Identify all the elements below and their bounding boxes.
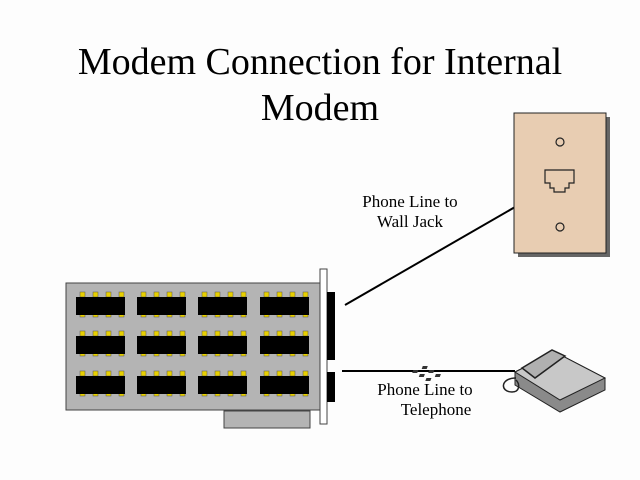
chip-pin: [276, 370, 283, 377]
screw-top: [555, 137, 565, 147]
chip-array: [76, 291, 309, 397]
chip: [260, 330, 309, 357]
chip-pin: [166, 370, 173, 377]
chip-pin: [227, 370, 234, 377]
chip: [137, 291, 186, 318]
chip-pin: [105, 291, 112, 298]
chip-pin: [289, 330, 296, 337]
chip-pin: [166, 330, 173, 337]
modem-card: [65, 268, 335, 429]
chip-pin: [276, 291, 283, 298]
chip-pin: [153, 370, 160, 377]
chip-body: [260, 376, 309, 394]
chip-pin: [240, 330, 247, 337]
chip-pin: [289, 291, 296, 298]
wall-plate: [513, 112, 607, 254]
chip-pin: [166, 291, 173, 298]
chip-body: [260, 336, 309, 354]
slide-title-line2: Modem: [260, 87, 380, 129]
chip: [137, 370, 186, 397]
chip-pin: [140, 291, 147, 298]
chip-pin: [302, 370, 309, 377]
chip: [76, 291, 125, 318]
chip-pin: [79, 370, 86, 377]
chip: [76, 370, 125, 397]
chip-body: [198, 376, 247, 394]
chip-pin: [289, 370, 296, 377]
telephone-label: Phone Line to Telephone: [345, 380, 505, 420]
wall-jack: [513, 112, 610, 257]
chip-body: [137, 376, 186, 394]
chip: [260, 370, 309, 397]
phone-port: [327, 372, 335, 402]
chip: [198, 370, 247, 397]
chip-pin: [179, 330, 186, 337]
chip-pin: [302, 330, 309, 337]
chip-body: [76, 376, 125, 394]
chip-pin: [118, 330, 125, 337]
chip-pin: [201, 370, 208, 377]
telephone-icon: [412, 349, 607, 413]
chip-pin: [214, 330, 221, 337]
card-edge-connector: [223, 410, 311, 429]
telephone-label-line2: Telephone: [400, 400, 472, 419]
wall-jack-label-line2: Wall Jack: [376, 212, 444, 231]
chip-pin: [79, 291, 86, 298]
chip: [137, 330, 186, 357]
chip-pin: [263, 330, 270, 337]
chip-pin: [201, 291, 208, 298]
chip-pin: [105, 370, 112, 377]
chip-body: [198, 297, 247, 315]
chip-pin: [263, 370, 270, 377]
chip-pin: [153, 291, 160, 298]
wall-jack-label-line1: Phone Line to: [362, 192, 458, 211]
line-port: [327, 292, 335, 360]
chip-pin: [179, 370, 186, 377]
chip-pin: [276, 330, 283, 337]
chip-body: [76, 297, 125, 315]
chip-pin: [302, 291, 309, 298]
chip-pin: [118, 370, 125, 377]
chip-pin: [118, 291, 125, 298]
chip-pin: [140, 370, 147, 377]
chip-pin: [92, 291, 99, 298]
chip-body: [198, 336, 247, 354]
chip-pin: [140, 330, 147, 337]
chip-pin: [227, 330, 234, 337]
chip-body: [76, 336, 125, 354]
chip: [260, 291, 309, 318]
chip-pin: [227, 291, 234, 298]
chip: [76, 330, 125, 357]
chip: [198, 330, 247, 357]
chip-pin: [214, 291, 221, 298]
rj11-socket-icon: [544, 169, 575, 193]
handset-cord: [502, 377, 520, 393]
chip-body: [137, 336, 186, 354]
screw-bottom: [555, 222, 565, 232]
wall-jack-label: Phone Line to Wall Jack: [340, 192, 480, 232]
chip-pin: [240, 370, 247, 377]
card-bracket: [319, 268, 328, 425]
chip-pin: [240, 291, 247, 298]
handset: [520, 349, 567, 379]
chip: [198, 291, 247, 318]
chip-pin: [179, 291, 186, 298]
chip-pin: [153, 330, 160, 337]
chip-pin: [105, 330, 112, 337]
chip-pin: [201, 330, 208, 337]
telephone-label-line1: Phone Line to: [377, 380, 473, 399]
chip-pin: [79, 330, 86, 337]
chip-pin: [92, 370, 99, 377]
chip-body: [260, 297, 309, 315]
chip-pin: [214, 370, 221, 377]
chip-pin: [92, 330, 99, 337]
chip-body: [137, 297, 186, 315]
slide-title-line1: Modem Connection for Internal: [77, 41, 563, 83]
chip-pin: [263, 291, 270, 298]
